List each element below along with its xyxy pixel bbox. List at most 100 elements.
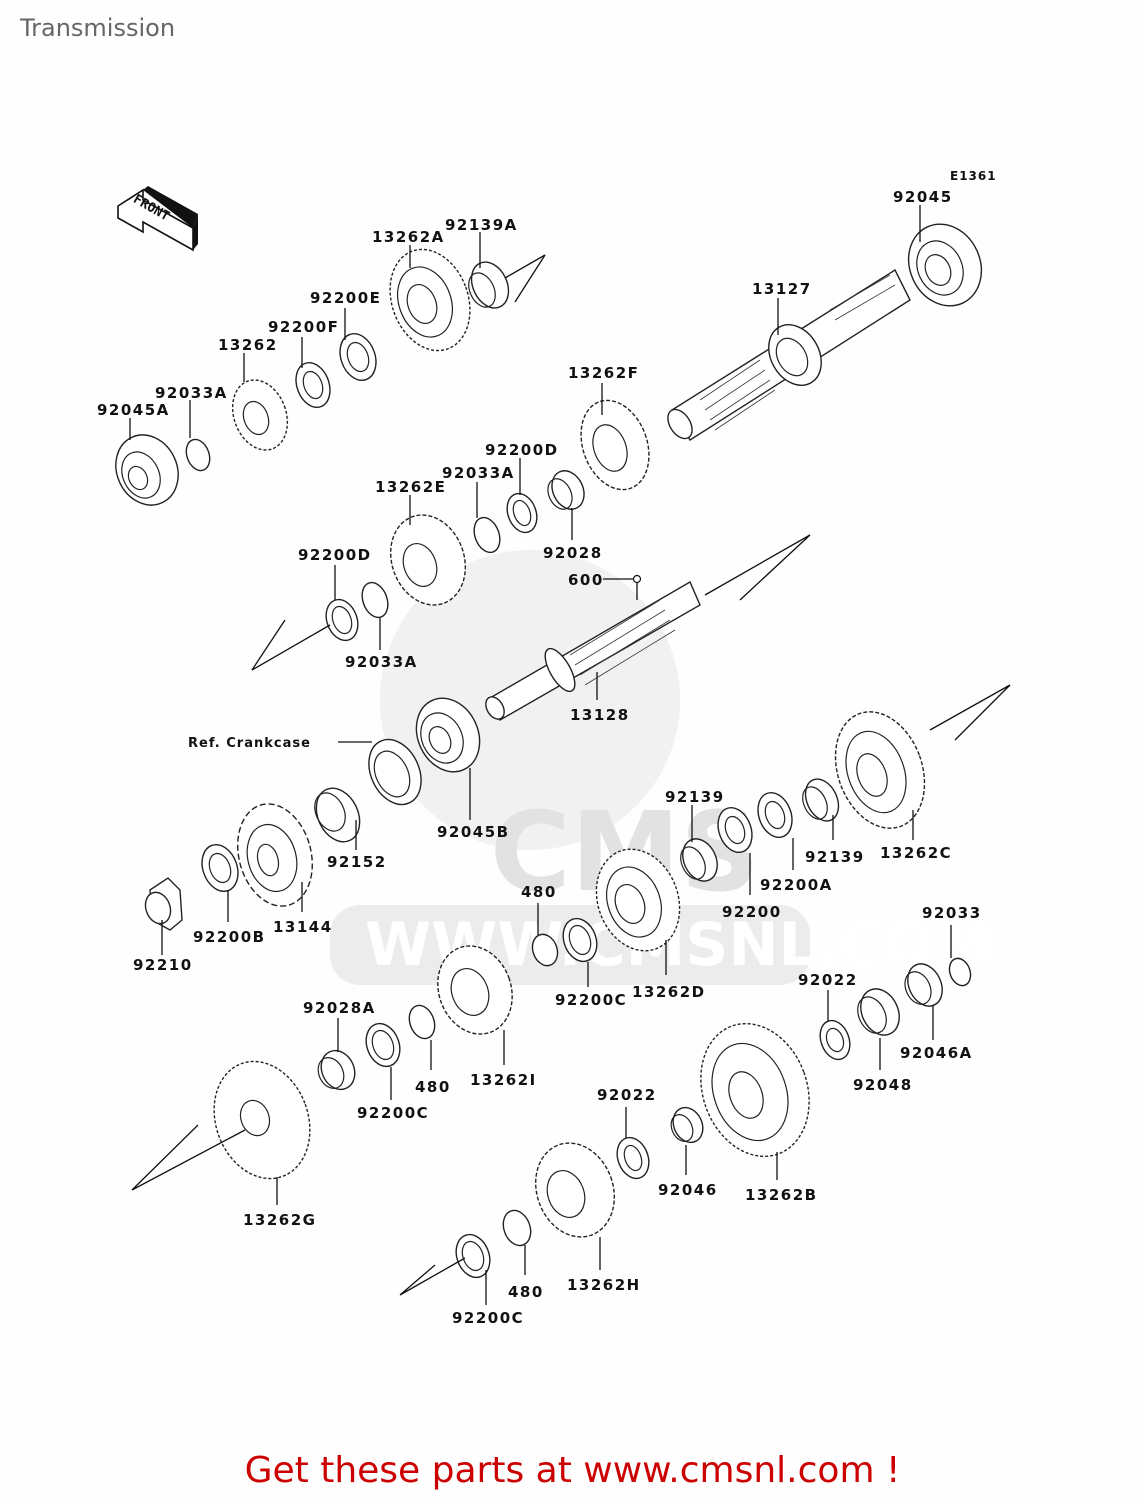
label-13262I: 13262I xyxy=(470,1071,537,1089)
part-92200D-washer-2[interactable] xyxy=(321,595,364,645)
label-92046: 92046 xyxy=(658,1181,718,1199)
part-13144-sprocket[interactable] xyxy=(227,795,323,914)
part-92200F-washer[interactable] xyxy=(290,358,336,412)
part-480-circlip-3[interactable] xyxy=(499,1207,536,1250)
part-92046-bearing[interactable] xyxy=(667,1103,708,1147)
part-92200C-washer-3[interactable] xyxy=(450,1230,495,1282)
part-92045A-bearing[interactable] xyxy=(105,425,190,516)
label-92048: 92048 xyxy=(853,1076,913,1094)
part-92139-bearing-2[interactable] xyxy=(798,774,845,827)
label-92046A: 92046A xyxy=(900,1044,973,1062)
label-13262F: 13262F xyxy=(568,364,639,382)
part-13262B-gear[interactable] xyxy=(683,1008,827,1171)
label-480-2: 480 xyxy=(415,1078,451,1096)
part-92033-circlip[interactable] xyxy=(946,955,974,988)
part-92200C-washer[interactable] xyxy=(557,914,602,966)
part-13262H-gear[interactable] xyxy=(523,1132,627,1248)
part-13262D-gear[interactable] xyxy=(583,837,694,962)
label-480-3: 480 xyxy=(508,1283,544,1301)
part-13262F-gear[interactable] xyxy=(569,391,661,499)
label-13262D: 13262D xyxy=(632,983,706,1001)
label-92022-2: 92022 xyxy=(597,1086,657,1104)
label-92022-1: 92022 xyxy=(798,971,858,989)
part-92139A-bearing[interactable] xyxy=(464,256,516,314)
label-92033A-2: 92033A xyxy=(442,464,515,482)
part-13262I-gear[interactable] xyxy=(426,935,524,1044)
label-92139A: 92139A xyxy=(445,216,518,234)
part-92028-bushing[interactable] xyxy=(543,466,590,515)
label-92045B: 92045B xyxy=(437,823,510,841)
part-480-circlip-2[interactable] xyxy=(405,1002,439,1042)
part-92210-nut[interactable] xyxy=(141,877,183,931)
part-13262A-gear[interactable] xyxy=(377,238,484,362)
label-92139-1: 92139 xyxy=(665,788,725,806)
label-92200C-2: 92200C xyxy=(357,1104,429,1122)
label-13262G: 13262G xyxy=(243,1211,317,1229)
label-92200F: 92200F xyxy=(268,318,339,336)
part-92033A-circlip-2[interactable] xyxy=(470,514,505,556)
part-92022-washer-2[interactable] xyxy=(612,1133,655,1183)
part-92139-bearing[interactable] xyxy=(676,833,724,886)
part-13262G-gear[interactable] xyxy=(198,1048,325,1192)
label-92210: 92210 xyxy=(133,956,193,974)
label-92200A: 92200A xyxy=(760,876,833,894)
label-480-1: 480 xyxy=(521,883,557,901)
label-92200D-1: 92200D xyxy=(485,441,559,459)
part-13262E-gear[interactable] xyxy=(378,504,477,615)
label-92045: 92045 xyxy=(893,188,953,206)
label-13262H: 13262H xyxy=(567,1276,641,1294)
part-92200C-washer-2[interactable] xyxy=(360,1019,405,1071)
part-92045B-bearing[interactable] xyxy=(405,688,491,782)
label-13144: 13144 xyxy=(273,918,333,936)
label-13262A: 13262A xyxy=(372,228,445,246)
diagram-code: E1361 xyxy=(950,169,997,183)
part-92046A-bearing[interactable] xyxy=(900,958,949,1011)
label-13127: 13127 xyxy=(752,280,812,298)
label-92028A: 92028A xyxy=(303,999,376,1017)
label-92028: 92028 xyxy=(543,544,603,562)
label-13262E: 13262E xyxy=(375,478,446,496)
part-92200B-washer[interactable] xyxy=(196,840,244,897)
label-92200D-2: 92200D xyxy=(298,546,372,564)
part-13262-gear[interactable] xyxy=(223,372,296,457)
label-92045A: 92045A xyxy=(97,401,170,419)
part-92200A-washer[interactable] xyxy=(752,788,798,842)
part-480-circlip[interactable] xyxy=(528,931,561,969)
label-92033A-3: 92033A xyxy=(345,653,418,671)
part-92200-washer[interactable] xyxy=(712,803,758,857)
label-13128: 13128 xyxy=(570,706,630,724)
footer-promo: Get these parts at www.cmsnl.com ! xyxy=(0,1450,1145,1491)
part-92200E-washer[interactable] xyxy=(334,329,382,386)
part-92033A-circlip-3[interactable] xyxy=(358,579,393,621)
part-92048-bushing[interactable] xyxy=(852,983,906,1042)
part-13128-drive-shaft[interactable] xyxy=(482,581,701,722)
label-13262B: 13262B xyxy=(745,1186,818,1204)
part-92022-washer[interactable] xyxy=(815,1016,855,1063)
part-92200D-washer[interactable] xyxy=(502,489,542,536)
label-92200B: 92200B xyxy=(193,928,266,946)
label-600: 600 xyxy=(568,571,604,589)
label-92200: 92200 xyxy=(722,903,782,921)
ref-crankcase-label: Ref. Crankcase xyxy=(188,736,311,751)
front-arrow-icon: FRONT xyxy=(117,186,198,252)
part-92033A-circlip[interactable] xyxy=(182,436,214,474)
label-92033A-1: 92033A xyxy=(155,384,228,402)
label-92033: 92033 xyxy=(922,904,982,922)
label-13262C: 13262C xyxy=(880,844,952,862)
label-92200E: 92200E xyxy=(310,289,381,307)
label-92200C-3: 92200C xyxy=(452,1309,524,1327)
mark-600-dot xyxy=(632,574,642,584)
label-92152: 92152 xyxy=(327,853,387,871)
label-92139-2: 92139 xyxy=(805,848,865,866)
part-oil-seal[interactable] xyxy=(359,731,431,813)
part-92045-bearing[interactable] xyxy=(896,212,995,318)
page-title: Transmission xyxy=(20,14,176,42)
footer-link[interactable]: Get these parts at www.cmsnl.com ! xyxy=(244,1450,901,1491)
part-92028A-bushing[interactable] xyxy=(313,1045,361,1095)
label-13262: 13262 xyxy=(218,336,278,354)
part-13127-output-shaft[interactable] xyxy=(663,268,911,443)
part-13262C-gear[interactable] xyxy=(820,699,940,840)
label-92200C-1: 92200C xyxy=(555,991,627,1009)
part-92152-collar[interactable] xyxy=(308,781,368,849)
